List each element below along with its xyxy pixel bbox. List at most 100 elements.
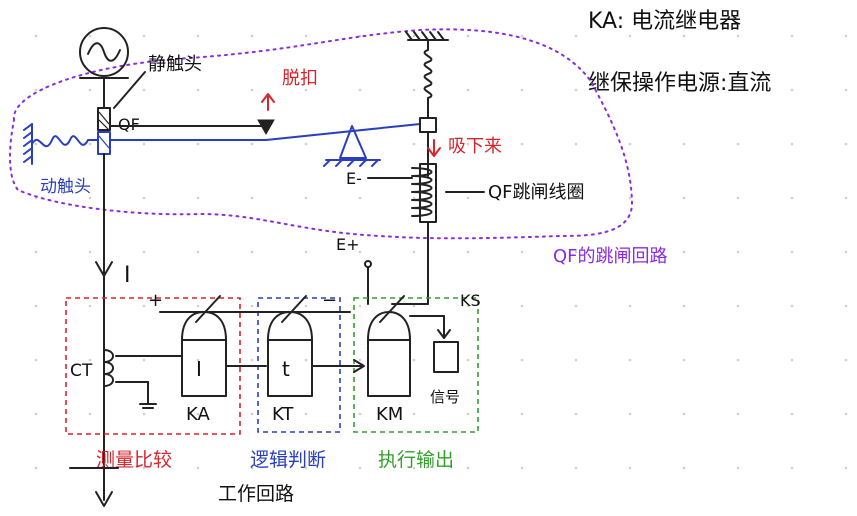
grid-dot — [520, 466, 524, 470]
grid-dot — [250, 466, 254, 470]
grid-dot — [142, 34, 146, 38]
pivot-icon — [339, 125, 367, 159]
grid-dot — [358, 196, 362, 200]
grid-dot — [574, 358, 578, 362]
kt-label: KT — [272, 404, 294, 425]
grid-dot — [34, 250, 38, 254]
grid-dot — [142, 412, 146, 416]
grid-dot — [466, 466, 470, 470]
grid-dot — [736, 358, 740, 362]
grid-dot — [520, 142, 524, 146]
latch-icon — [257, 119, 275, 136]
static-contact-pointer — [113, 71, 146, 109]
legend-power: 继保操作电源:直流 — [588, 71, 771, 96]
top-spring-icon — [423, 39, 433, 119]
grid-dot — [358, 358, 362, 362]
grid-dot — [466, 412, 470, 416]
trip-coil-icon — [411, 167, 433, 217]
grid-dot — [250, 88, 254, 92]
plus-label: + — [148, 290, 163, 311]
grid-dot — [466, 304, 470, 308]
grid-dot — [142, 358, 146, 362]
grid-dot — [304, 250, 308, 254]
ka-label: KA — [186, 404, 210, 425]
grid-dot — [466, 358, 470, 362]
grid-dot — [142, 88, 146, 92]
grid-dot — [34, 142, 38, 146]
grid-dot — [412, 142, 416, 146]
grid-dot — [34, 412, 38, 416]
pull-down-arrow — [427, 147, 441, 157]
legend-ka: KA: 电流继电器 — [588, 9, 741, 34]
grid-dot — [520, 34, 524, 38]
km-label: KM — [376, 404, 403, 425]
grid-dot — [682, 142, 686, 146]
grid-dot — [196, 304, 200, 308]
ct-label: CT — [70, 361, 93, 381]
grid-dot — [466, 196, 470, 200]
grid-dot — [520, 358, 524, 362]
grid-dot — [628, 412, 632, 416]
current-arrow — [95, 261, 113, 277]
grid-dot — [412, 34, 416, 38]
grid-dot — [520, 304, 524, 308]
grid-dot — [412, 304, 416, 308]
grid-dot — [736, 34, 740, 38]
grid-dot — [520, 196, 524, 200]
grid-dot — [844, 412, 848, 416]
grid-dot — [520, 412, 524, 416]
ka-relay — [181, 311, 227, 397]
grid-dot — [34, 466, 38, 470]
grid-dot — [790, 196, 794, 200]
grid-dot — [88, 412, 92, 416]
grid-dot — [88, 304, 92, 308]
moving-contact-label: 动触头 — [40, 177, 91, 197]
static-contact-label: 静触头 — [148, 54, 202, 75]
grid-dot — [682, 358, 686, 362]
grid-dot — [574, 88, 578, 92]
grid-dot — [196, 88, 200, 92]
grid-dot — [250, 304, 254, 308]
grid-dot — [844, 358, 848, 362]
execute-box — [353, 297, 479, 433]
grid-dot — [34, 88, 38, 92]
grid-dot — [628, 466, 632, 470]
grid-dot — [196, 466, 200, 470]
grid-dot — [88, 250, 92, 254]
grid-dot — [466, 34, 470, 38]
qf-coil-label: QF跳闸线圈 — [488, 182, 585, 203]
grid-dot — [412, 412, 416, 416]
grid-dot — [790, 142, 794, 146]
grid-dot — [520, 250, 524, 254]
sine-icon — [87, 42, 121, 62]
measure-box — [65, 297, 241, 435]
grid-dot — [412, 250, 416, 254]
grid-dot — [196, 250, 200, 254]
grid-dot — [790, 304, 794, 308]
ks-arrow — [437, 329, 451, 339]
grid-dot — [304, 304, 308, 308]
grid-dot — [88, 88, 92, 92]
grid-dot — [844, 88, 848, 92]
grid-dot — [844, 142, 848, 146]
grid-dot — [790, 466, 794, 470]
grid-dot — [628, 304, 632, 308]
qf-label: QF — [118, 115, 140, 134]
measure-label: 测量比较 — [96, 449, 172, 471]
grid-dot — [520, 88, 524, 92]
grid-dot — [628, 142, 632, 146]
grid-dot — [250, 358, 254, 362]
qf-trip-circuit-label: QF的跳闸回路 — [553, 246, 668, 267]
grid-dots — [34, 34, 848, 470]
grid-dot — [142, 304, 146, 308]
execute-label: 执行输出 — [378, 449, 454, 471]
grid-dot — [628, 34, 632, 38]
tuokou-label: 脱扣 — [282, 68, 318, 89]
lever-right — [265, 123, 421, 141]
signal-box — [433, 341, 459, 373]
grid-dot — [358, 304, 362, 308]
grid-dot — [358, 412, 362, 416]
grid-dot — [466, 250, 470, 254]
